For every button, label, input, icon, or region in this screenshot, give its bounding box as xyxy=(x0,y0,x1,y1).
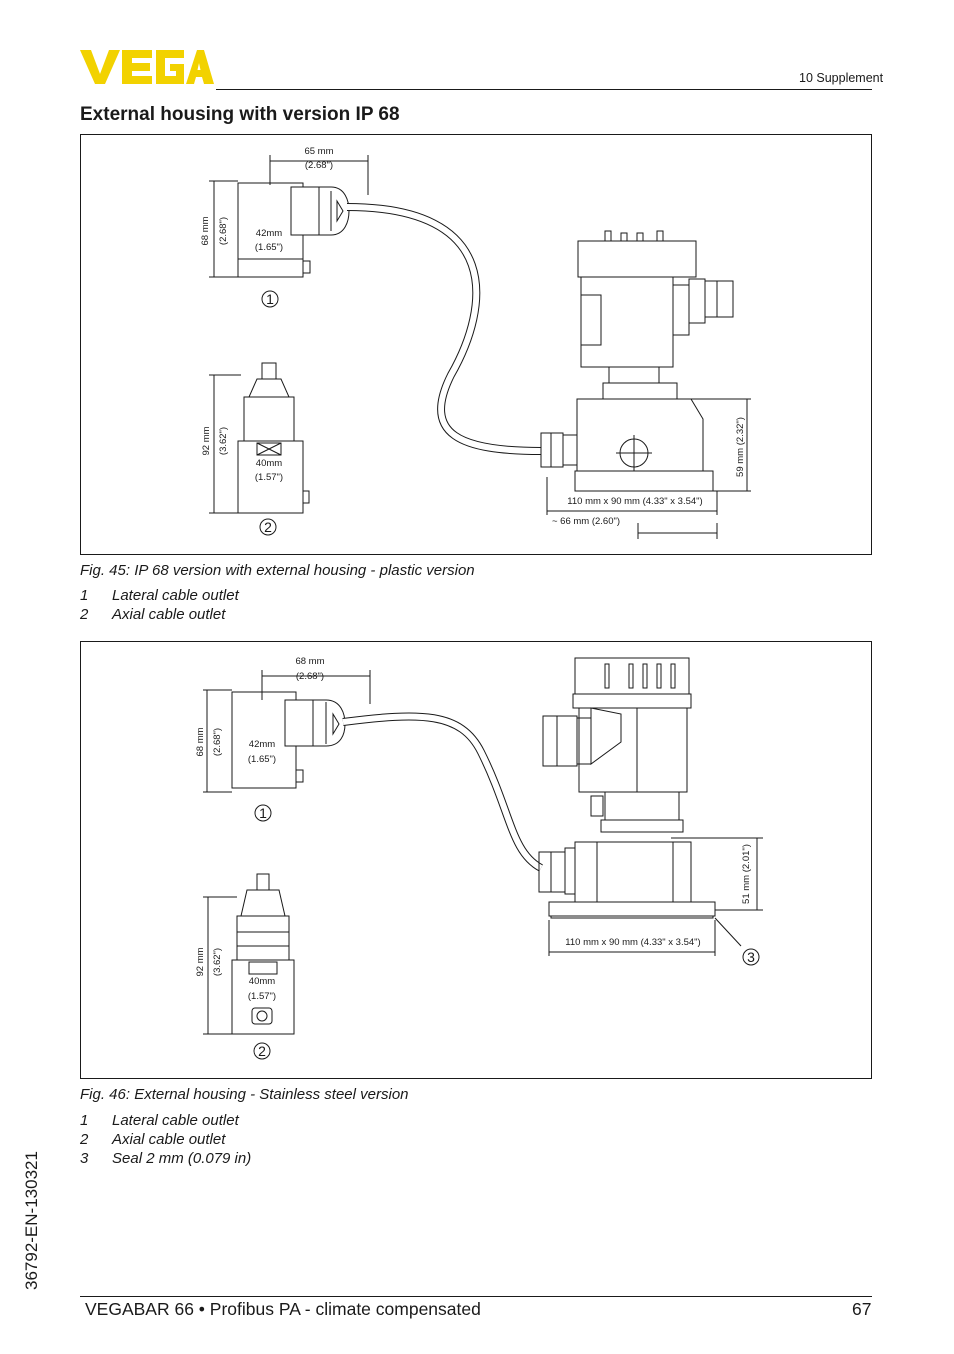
legend-text: Axial cable outlet xyxy=(112,606,226,623)
dims-device-1 xyxy=(203,670,371,793)
legend-text: Axial cable outlet xyxy=(112,1131,226,1148)
figure-45-caption: Fig. 45: IP 68 version with external hou… xyxy=(80,562,475,579)
legend-text: Lateral cable outlet xyxy=(112,587,239,604)
external-housing-stainless xyxy=(538,657,716,919)
dim-top-width-in: (2.68") xyxy=(305,160,333,171)
dim-height-b: 92 mm xyxy=(195,947,206,976)
callout-1: 1 xyxy=(266,291,274,307)
dim-height-b-in: (3.62") xyxy=(212,948,223,976)
figure-stainless-version: 68 mm (2.68") 42mm (1.65") 68 mm (2.68")… xyxy=(80,641,872,1079)
document-number: 36792-EN-130321 xyxy=(22,1151,41,1290)
figure-plastic-version: 65 mm (2.68") 42mm (1.65") 68 mm (2.68")… xyxy=(80,134,872,555)
dims-device-1 xyxy=(209,155,369,278)
dim-diameter-a-in: (1.65") xyxy=(255,242,283,253)
dim-diameter-b: 40mm xyxy=(256,458,282,469)
dim-top-width: 68 mm xyxy=(295,656,324,667)
dim-diameter-a: 42mm xyxy=(256,228,282,239)
device-axial-outlet xyxy=(231,873,295,1035)
dim-right-height: 59 mm (2.32") xyxy=(735,417,746,477)
dim-offset: ~ 66 mm (2.60") xyxy=(552,516,620,527)
legend-text: Seal 2 mm (0.079 in) xyxy=(112,1150,252,1167)
dim-diameter-a-in: (1.65") xyxy=(248,754,276,765)
dim-diameter-b-in: (1.57") xyxy=(255,472,283,483)
dim-height-a: 68 mm xyxy=(200,216,211,245)
dim-height-a-in: (2.68") xyxy=(212,728,223,756)
legend-number: 3 xyxy=(80,1150,89,1167)
dim-top-width-in: (2.68") xyxy=(296,671,324,682)
drawing-plastic-version: 65 mm (2.68") 42mm (1.65") 68 mm (2.68")… xyxy=(200,146,751,539)
page-title: External housing with version IP 68 xyxy=(80,104,400,125)
dim-top-width: 65 mm xyxy=(304,146,333,157)
callout-2: 2 xyxy=(258,1043,266,1059)
drawing-stainless-version: 68 mm (2.68") 42mm (1.65") 68 mm (2.68")… xyxy=(195,656,763,1060)
dim-height-a: 68 mm xyxy=(195,727,206,756)
footer-rule xyxy=(80,1296,872,1297)
dim-right-height: 51 mm (2.01") xyxy=(741,844,752,904)
dims-device-2 xyxy=(209,374,241,514)
dim-diameter-a: 42mm xyxy=(249,739,275,750)
dim-height-a-in: (2.68") xyxy=(218,217,229,245)
callout-2: 2 xyxy=(264,519,272,535)
dims-housing-2 xyxy=(548,837,763,956)
figure-46-caption: Fig. 46: External housing - Stainless st… xyxy=(80,1086,409,1103)
callout-1: 1 xyxy=(259,805,267,821)
dims-device-2 xyxy=(203,896,237,1035)
dim-base: 110 mm x 90 mm (4.33" x 3.54") xyxy=(565,937,700,948)
legend-number: 1 xyxy=(80,1112,89,1129)
section-label: 10 Supplement xyxy=(799,71,884,85)
callout-3: 3 xyxy=(747,949,755,965)
legend-number: 1 xyxy=(80,587,89,604)
dim-diameter-b-in: (1.57") xyxy=(248,991,276,1002)
header-rule xyxy=(216,89,872,90)
dim-base: 110 mm x 90 mm (4.33" x 3.54") xyxy=(567,496,702,507)
dims-housing-1 xyxy=(546,398,751,539)
legend-number: 2 xyxy=(80,1131,89,1148)
external-housing-plastic xyxy=(540,230,734,492)
device-lateral-outlet xyxy=(237,182,350,278)
device-axial-outlet xyxy=(237,362,310,514)
legend-text: Lateral cable outlet xyxy=(112,1112,239,1129)
legend-number: 2 xyxy=(80,606,89,623)
vega-logo xyxy=(80,50,214,84)
footer-title: VEGABAR 66 • Profibus PA - climate compe… xyxy=(85,1299,481,1319)
dim-height-b: 92 mm xyxy=(201,426,212,455)
page-number: 67 xyxy=(852,1299,872,1319)
dim-diameter-b: 40mm xyxy=(249,976,275,987)
device-lateral-outlet xyxy=(231,691,346,789)
dim-height-b-in: (3.62") xyxy=(218,427,229,455)
